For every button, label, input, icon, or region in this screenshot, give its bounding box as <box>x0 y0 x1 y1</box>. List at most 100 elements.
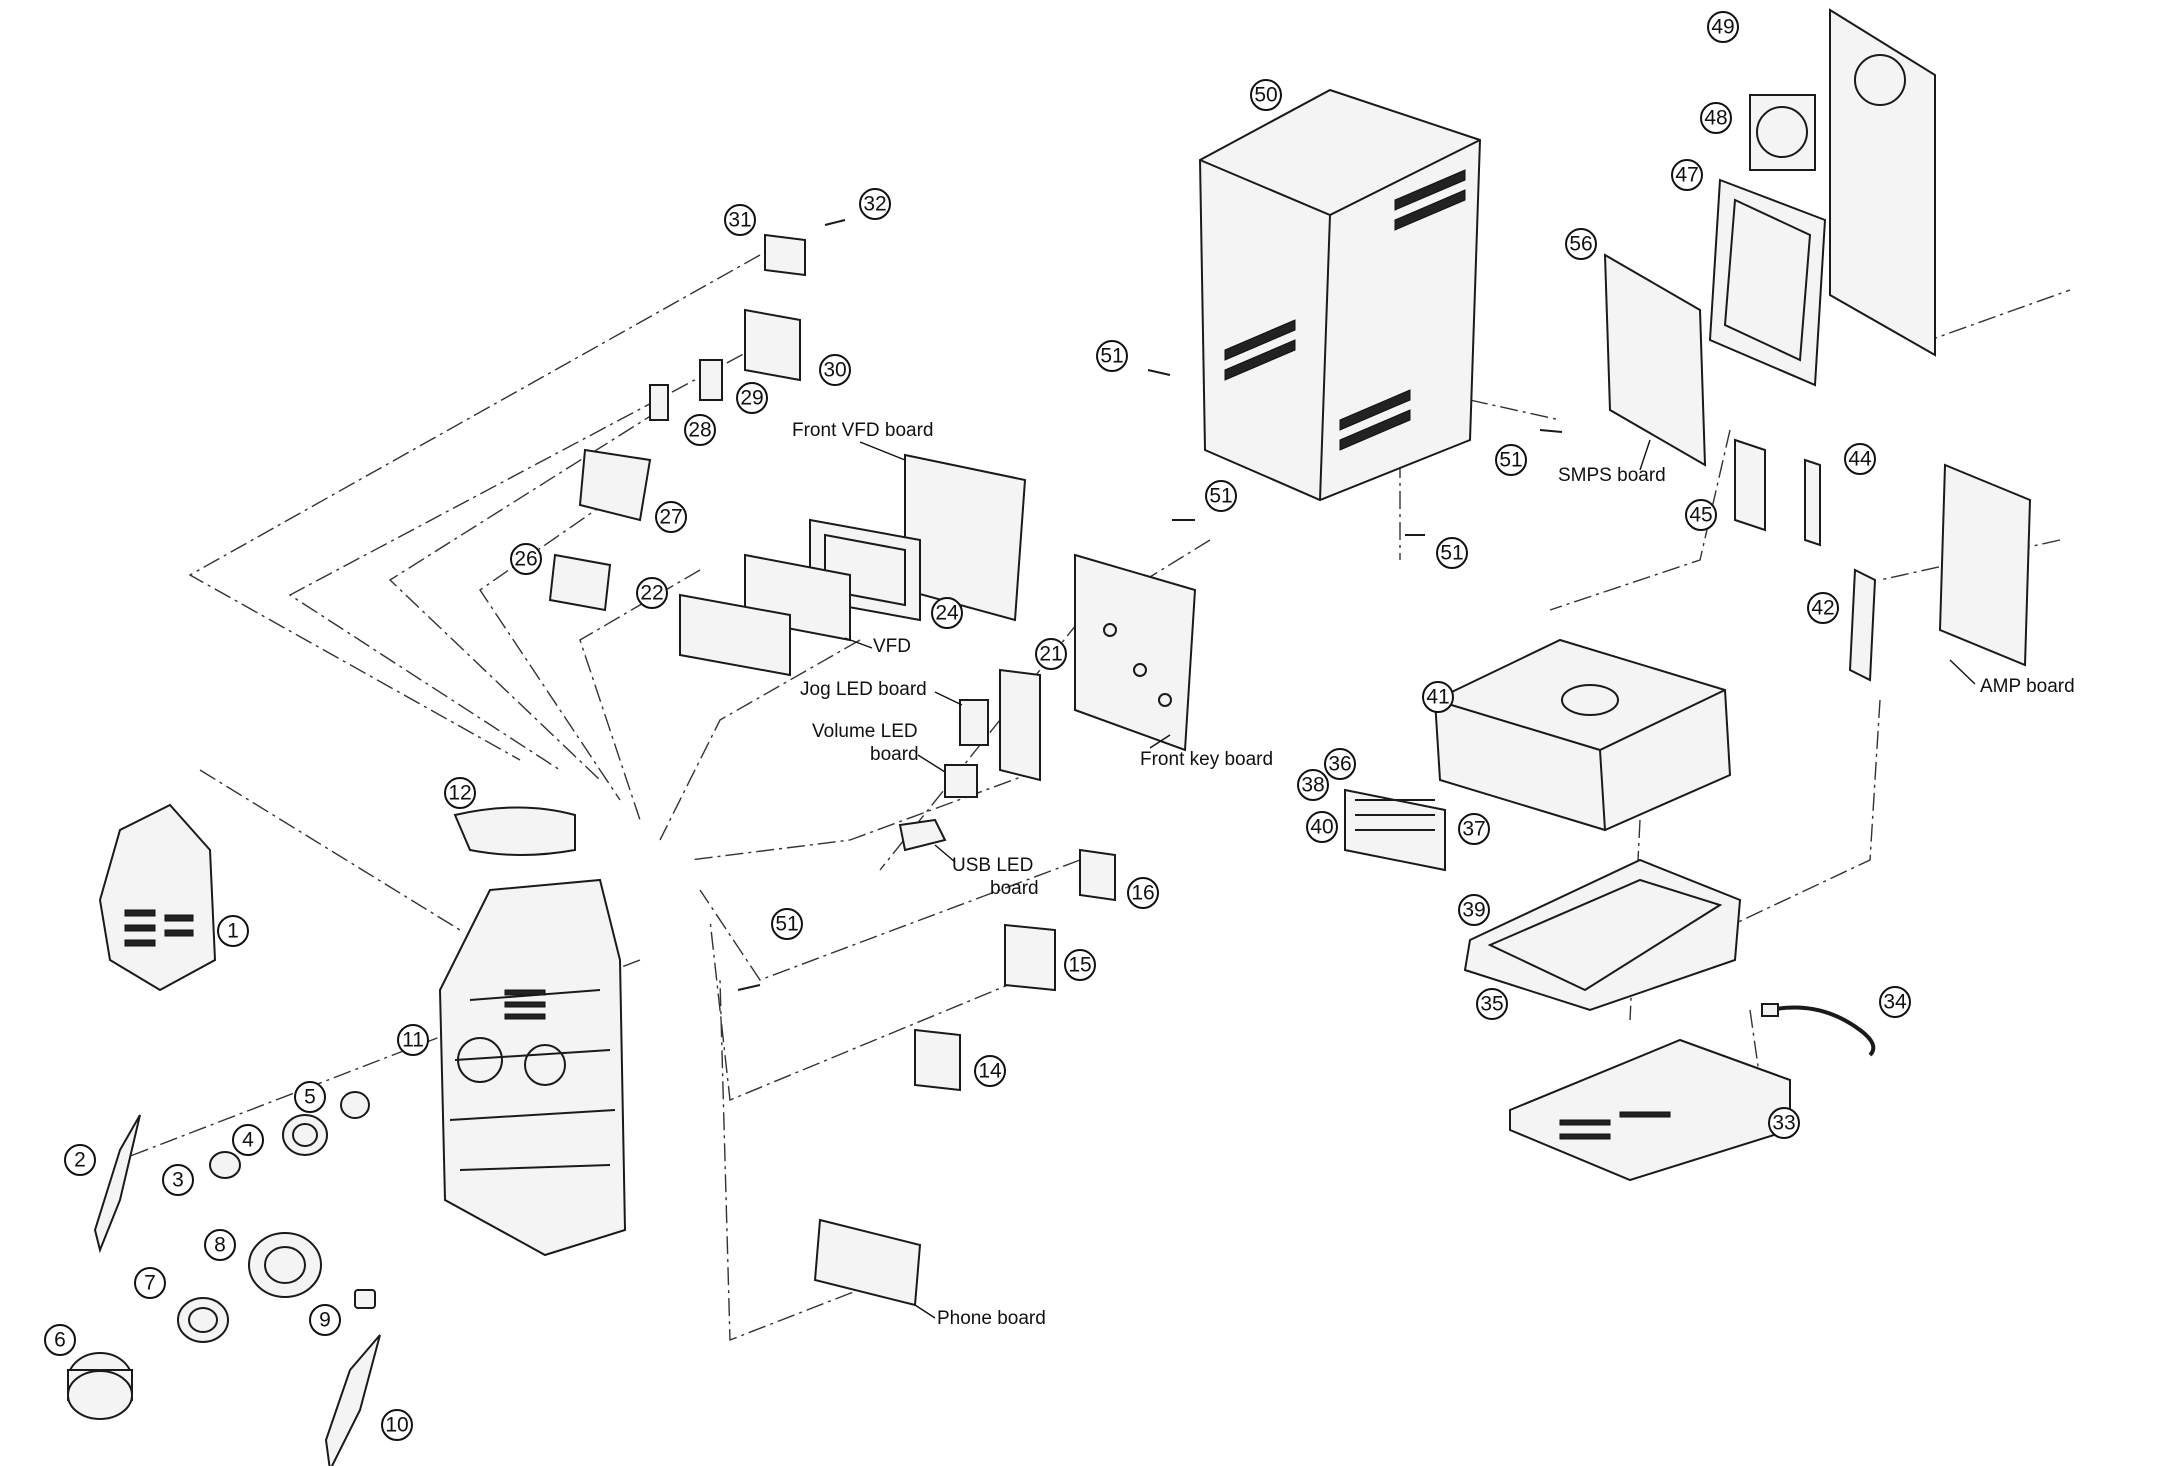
svg-text:41: 41 <box>1426 686 1449 709</box>
svg-text:32: 32 <box>863 193 886 216</box>
callout-6: 6 <box>44 1324 76 1356</box>
callout-15: 15 <box>1064 949 1096 981</box>
part-vfd-board <box>904 453 1027 622</box>
part-small-knob <box>209 1151 241 1179</box>
label-front-key-board: Front key board <box>1140 749 1273 770</box>
part-connector-28 <box>649 384 669 421</box>
part-chassis-frame <box>1708 178 1827 387</box>
svg-text:27: 27 <box>659 506 682 529</box>
part-usb-led-board <box>898 818 947 852</box>
callout-14: 14 <box>974 1055 1006 1087</box>
svg-text:45: 45 <box>1689 504 1712 527</box>
svg-text:2: 2 <box>74 1149 86 1172</box>
callout-51-c: 51 <box>1495 444 1527 476</box>
callout-40: 40 <box>1306 811 1338 843</box>
callout-51-d: 51 <box>1436 537 1468 569</box>
callout-22: 22 <box>636 577 668 609</box>
part-connector-29 <box>699 359 723 401</box>
svg-text:21: 21 <box>1039 643 1062 666</box>
part-jog-dial <box>248 1232 322 1298</box>
svg-text:11: 11 <box>402 1029 424 1052</box>
svg-text:39: 39 <box>1462 899 1485 922</box>
part-power-cord <box>1761 1003 1876 1057</box>
svg-text:29: 29 <box>740 387 763 410</box>
svg-text:33: 33 <box>1772 1112 1795 1135</box>
callout-48: 48 <box>1700 102 1732 134</box>
part-bottom-chassis <box>1509 1038 1791 1182</box>
callout-10: 10 <box>381 1409 413 1441</box>
part-knob-large <box>67 1352 133 1420</box>
part-cd-mechanism <box>1433 638 1732 832</box>
callout-21: 21 <box>1035 638 1067 670</box>
svg-text:9: 9 <box>319 1309 331 1332</box>
part-bracket-16 <box>1079 848 1116 902</box>
svg-text:4: 4 <box>242 1129 254 1152</box>
callout-28: 28 <box>684 414 716 446</box>
part-volume-ring <box>282 1114 328 1156</box>
part-volume-led-board <box>944 764 978 798</box>
callout-56: 56 <box>1565 228 1597 260</box>
callout-5: 5 <box>294 1081 326 1113</box>
label-amp-board: AMP board <box>1980 676 2075 697</box>
svg-text:8: 8 <box>214 1234 226 1257</box>
svg-text:51: 51 <box>1100 345 1123 368</box>
part-side-trim-left <box>93 1114 141 1254</box>
part-bracket-21 <box>999 668 1041 782</box>
svg-text:31: 31 <box>728 209 751 232</box>
callout-33: 33 <box>1768 1107 1800 1139</box>
label-volume-led-board-line2: board <box>870 744 919 765</box>
svg-text:51: 51 <box>1209 485 1232 508</box>
svg-text:36: 36 <box>1328 753 1351 776</box>
svg-text:12: 12 <box>448 782 471 805</box>
callout-44: 44 <box>1844 443 1876 475</box>
part-insulator <box>1804 458 1821 547</box>
svg-text:44: 44 <box>1848 448 1872 471</box>
svg-text:14: 14 <box>978 1060 1002 1083</box>
part-side-trim-right <box>324 1334 381 1466</box>
callout-4: 4 <box>232 1124 264 1156</box>
callout-35: 35 <box>1476 988 1508 1020</box>
svg-text:38: 38 <box>1301 774 1324 797</box>
callout-51-a: 51 <box>1096 340 1128 372</box>
svg-text:42: 42 <box>1811 597 1834 620</box>
svg-text:5: 5 <box>304 1086 316 1109</box>
callout-38: 38 <box>1297 769 1329 801</box>
svg-text:24: 24 <box>935 602 959 625</box>
part-front-key-board <box>1074 553 1197 752</box>
part-bracket-26 <box>548 553 612 612</box>
callout-29: 29 <box>736 382 768 414</box>
callout-32: 32 <box>859 188 891 220</box>
svg-text:6: 6 <box>54 1329 66 1352</box>
svg-text:50: 50 <box>1254 84 1277 107</box>
part-front-cover <box>98 803 217 992</box>
svg-text:3: 3 <box>172 1169 184 1192</box>
callout-49: 49 <box>1707 11 1739 43</box>
part-volume-cap <box>340 1091 370 1119</box>
svg-text:7: 7 <box>144 1272 156 1295</box>
svg-text:16: 16 <box>1131 882 1154 905</box>
callout-27: 27 <box>655 501 687 533</box>
svg-text:35: 35 <box>1480 993 1503 1016</box>
svg-text:47: 47 <box>1675 164 1698 187</box>
callout-8: 8 <box>204 1229 236 1261</box>
callout-7: 7 <box>134 1267 166 1299</box>
svg-text:51: 51 <box>775 913 798 936</box>
svg-text:48: 48 <box>1704 107 1727 130</box>
part-bracket-31 <box>764 233 806 277</box>
svg-text:51: 51 <box>1440 542 1463 565</box>
callout-9: 9 <box>309 1304 341 1336</box>
svg-text:40: 40 <box>1310 816 1333 839</box>
svg-text:26: 26 <box>514 548 537 571</box>
callout-16: 16 <box>1127 877 1159 909</box>
svg-text:28: 28 <box>688 419 711 442</box>
svg-text:1: 1 <box>227 920 239 943</box>
part-display-window <box>453 806 576 856</box>
part-fan <box>1749 94 1816 171</box>
part-button <box>354 1289 376 1309</box>
callout-39: 39 <box>1458 894 1490 926</box>
svg-text:49: 49 <box>1711 16 1734 39</box>
callout-24: 24 <box>931 597 963 629</box>
callout-30: 30 <box>819 354 851 386</box>
callout-2: 2 <box>64 1144 96 1176</box>
part-jog-led-board <box>959 699 989 746</box>
